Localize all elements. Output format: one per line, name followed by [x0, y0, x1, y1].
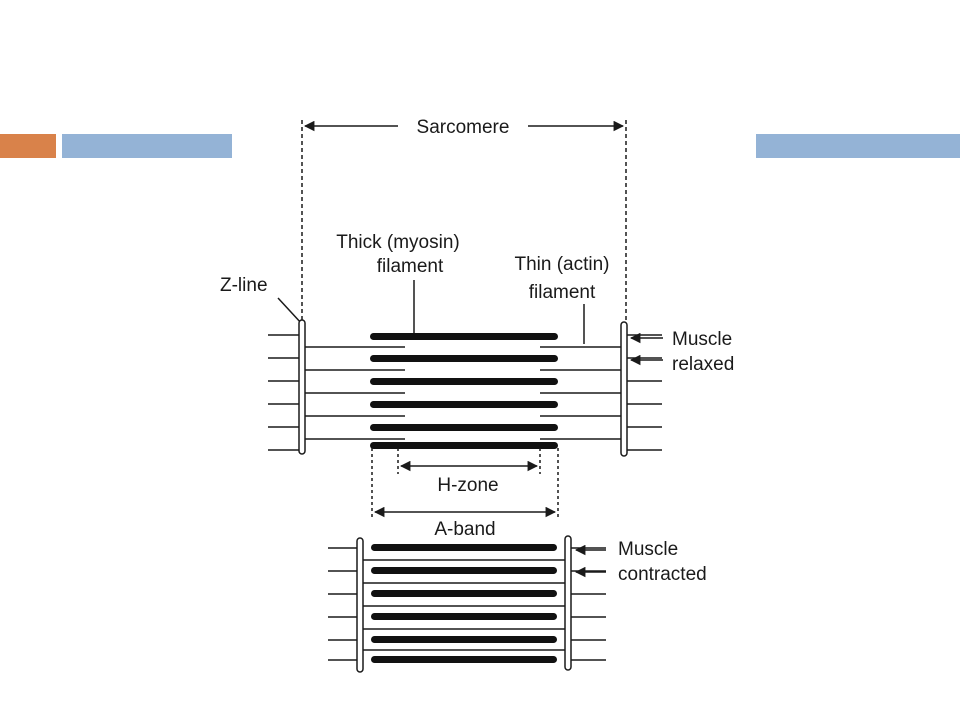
z-line-label: Z-line	[220, 275, 268, 296]
thin-filament-label-line2: filament	[529, 282, 596, 303]
z-line-right-relaxed	[620, 321, 628, 457]
relaxed-thick-filaments	[370, 333, 558, 449]
accent-bar-orange	[0, 134, 56, 158]
contracted-thick-filaments	[371, 544, 557, 663]
thin-filament-label-line1: Thin (actin)	[514, 254, 609, 275]
contracted-outer-filaments	[328, 547, 606, 661]
z-line-pointer	[277, 297, 303, 325]
z-line-left-contracted	[356, 537, 364, 673]
sarcomere-label: Sarcomere	[417, 117, 510, 138]
muscle-relaxed-label-line1: Muscle	[672, 329, 732, 350]
contracted-arrows	[574, 544, 606, 578]
a-band-label: A-band	[434, 519, 495, 540]
relaxed-sarcomere	[268, 319, 663, 457]
z-line-right-contracted	[564, 535, 572, 671]
contracted-sarcomere	[328, 535, 606, 673]
relaxed-thin-filaments	[305, 346, 621, 440]
thick-filament-label-line2: filament	[377, 256, 444, 277]
relaxed-arrows	[629, 332, 663, 366]
accent-bar-blue-right	[756, 134, 960, 158]
h-zone-label: H-zone	[437, 475, 498, 496]
accent-bar-blue-left	[62, 134, 232, 158]
sarcomere-dimension	[301, 120, 627, 322]
band-dimensions	[371, 448, 559, 520]
muscle-contracted-label-line1: Muscle	[618, 539, 678, 560]
z-line-left-relaxed	[298, 319, 306, 455]
muscle-contracted-label-line2: contracted	[618, 564, 707, 585]
thick-filament-label-line1: Thick (myosin)	[336, 232, 460, 253]
muscle-relaxed-label-line2: relaxed	[672, 354, 734, 375]
contracted-thin-filaments	[363, 559, 565, 651]
